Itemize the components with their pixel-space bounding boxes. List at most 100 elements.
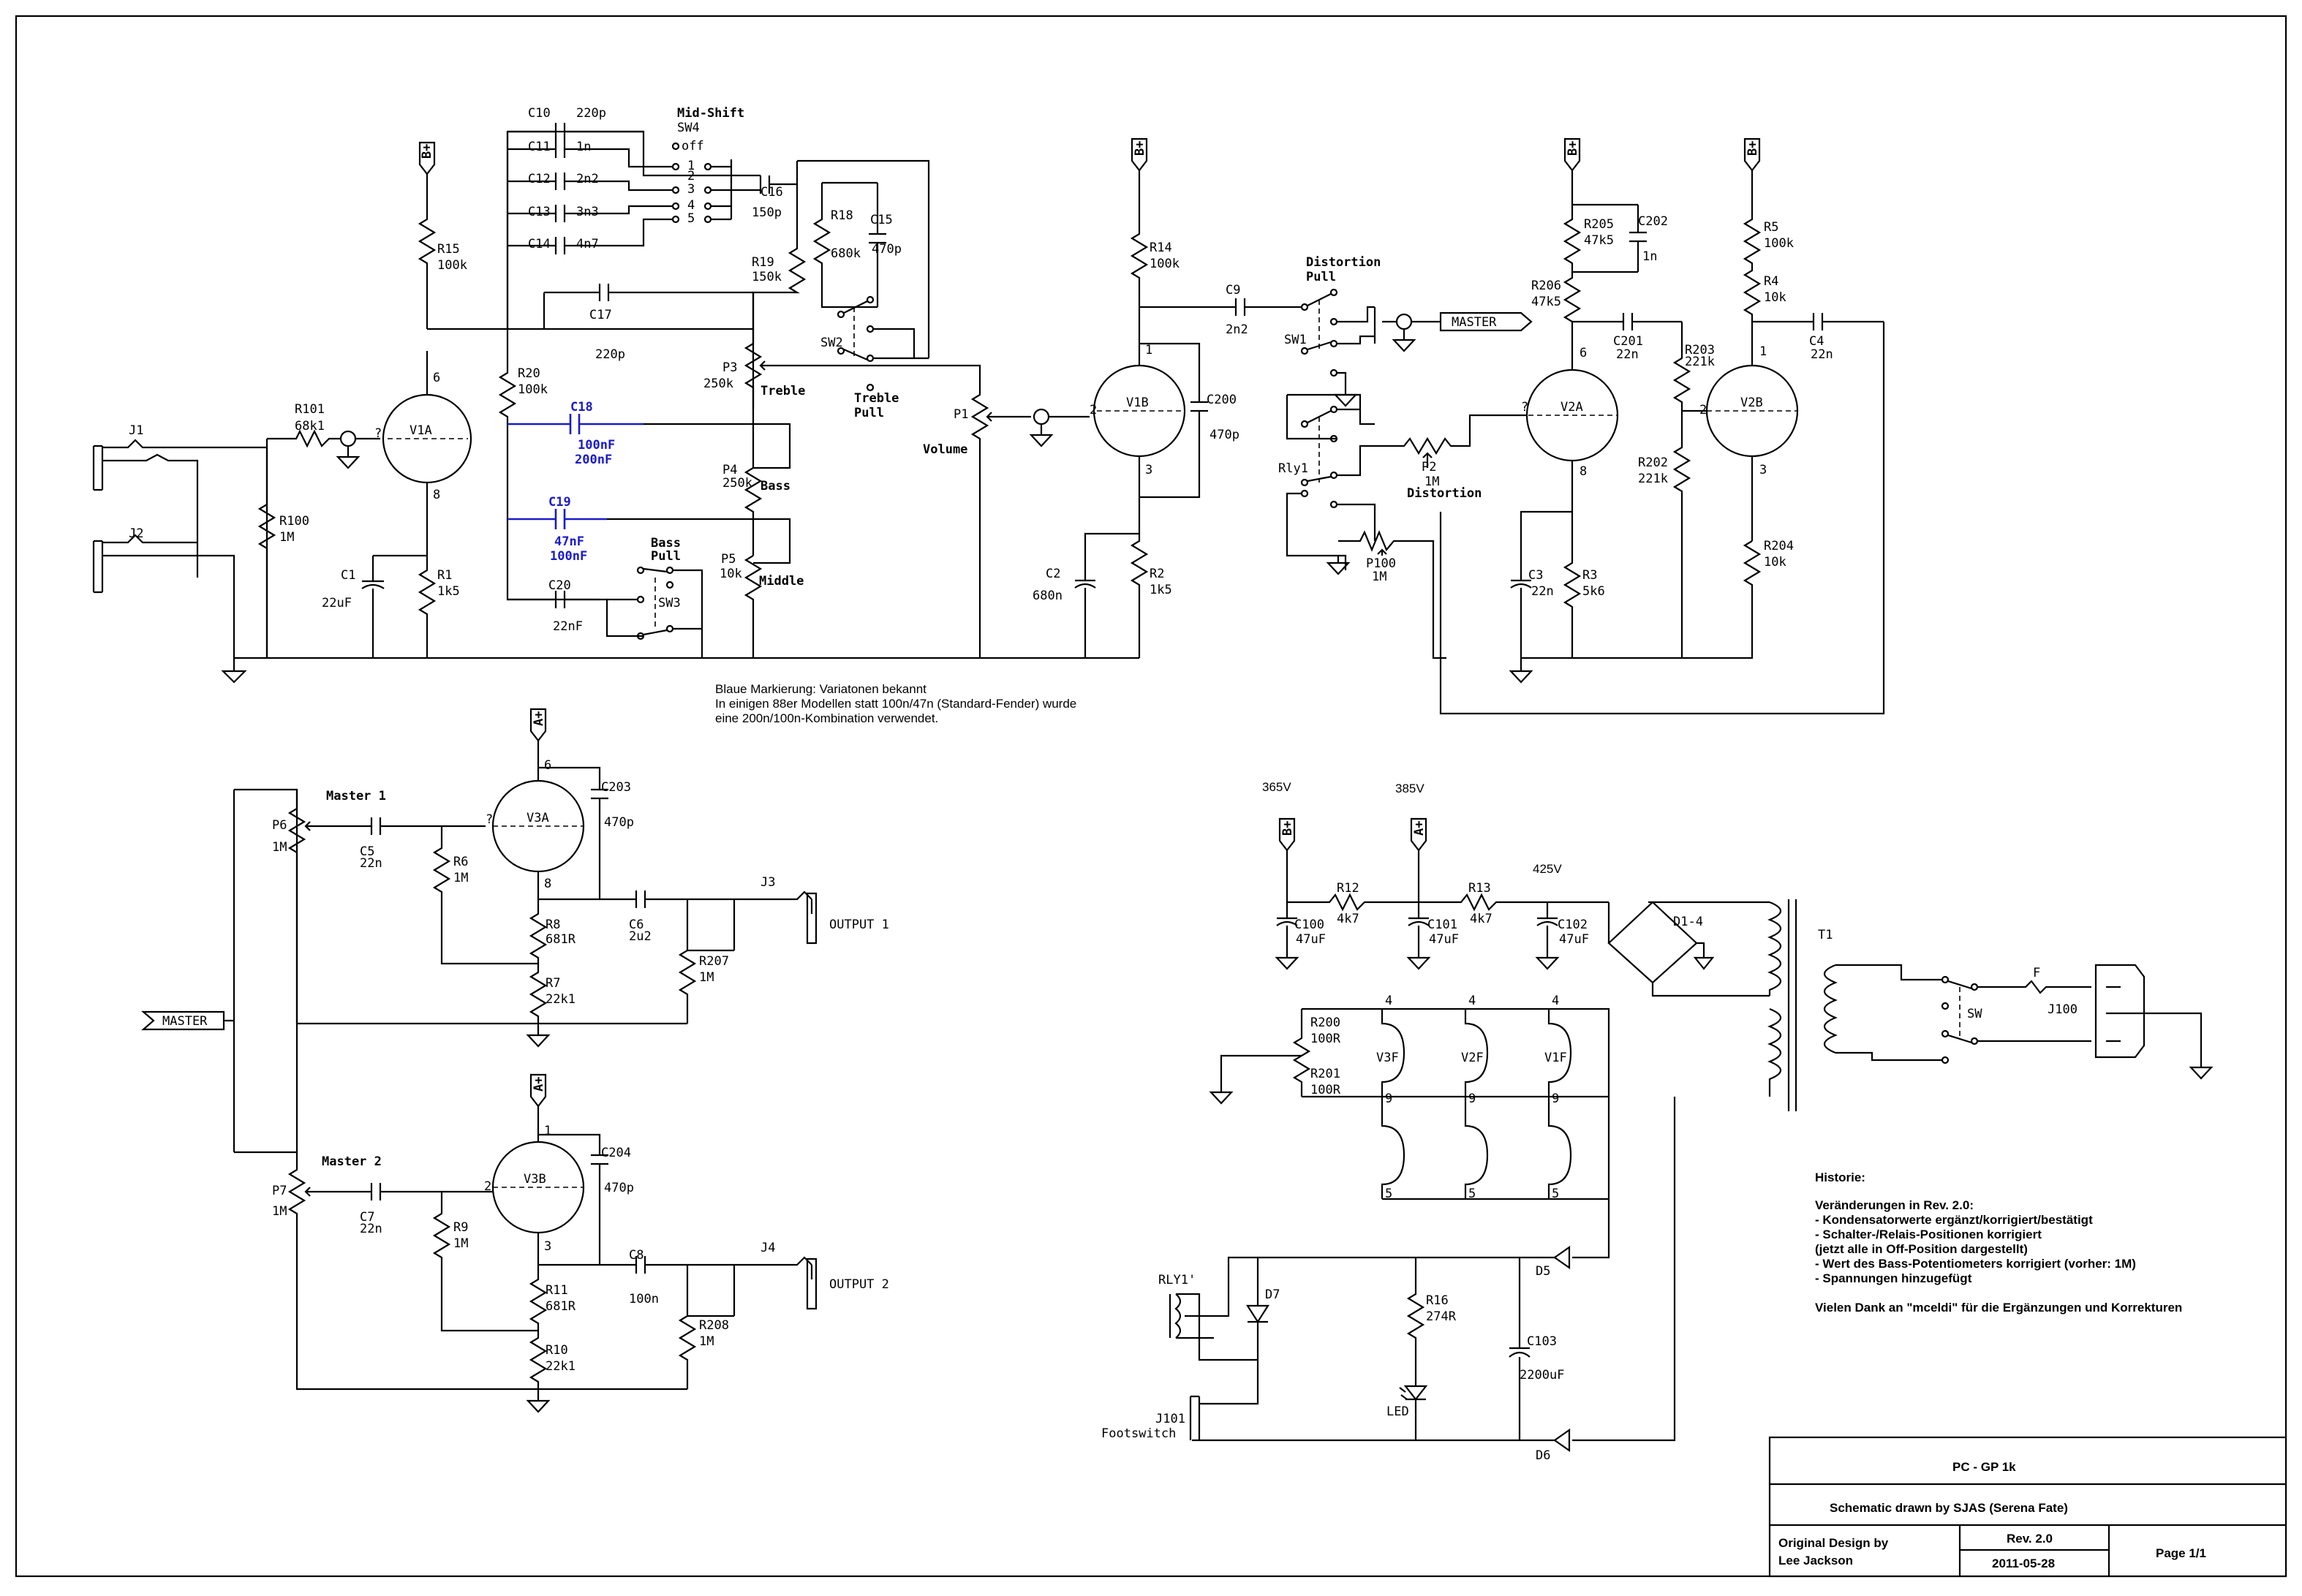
- c7-label: C7: [360, 1210, 374, 1225]
- master-flag-top: MASTER: [1452, 315, 1497, 330]
- c14-label: C14: [528, 237, 551, 251]
- heater-pin5-a: 5: [1385, 1187, 1392, 1201]
- supply-b-plus-v1a: [418, 141, 436, 175]
- c16-label: C16: [761, 185, 783, 200]
- v1b-pin1: 1: [1145, 343, 1152, 358]
- c6-label: C6: [629, 918, 644, 932]
- p5-value: 10k: [720, 567, 742, 581]
- p100-label: P100: [1366, 556, 1396, 571]
- r15-value: 100k: [437, 258, 467, 273]
- v3a-pin7: ?: [486, 812, 493, 827]
- r16-label: R16: [1426, 1293, 1449, 1308]
- v1a-label: V1A: [410, 423, 432, 438]
- c19-label: C19: [548, 495, 571, 510]
- midshift-label: Mid-Shift: [677, 106, 744, 121]
- v1a-pin7: ?: [374, 426, 382, 441]
- sw4-pos3: 3: [687, 182, 695, 197]
- d5-label: D5: [1536, 1264, 1550, 1279]
- history-title: Historie:: [1815, 1170, 1865, 1184]
- c201-value: 22n: [1616, 347, 1639, 362]
- c14-value: 4n7: [576, 237, 599, 251]
- v1b-pin3: 3: [1145, 463, 1152, 477]
- d6-label: D6: [1536, 1448, 1550, 1463]
- r207-label: R207: [699, 954, 729, 969]
- c2-value: 680n: [1033, 589, 1063, 603]
- bridge-d1-4: [1607, 901, 1770, 997]
- c20-label: C20: [548, 578, 571, 593]
- footswitch-label: Footswitch: [1101, 1426, 1176, 1441]
- t1-label: T1: [1818, 928, 1833, 942]
- c8-label: C8: [629, 1248, 644, 1263]
- c9-value: 2n2: [1226, 322, 1248, 337]
- sw2-switch: [837, 295, 929, 392]
- c203-value: 470p: [604, 815, 634, 830]
- c103-label: C103: [1527, 1334, 1557, 1349]
- p2-value: 1M: [1424, 474, 1439, 489]
- supply-a-plus-psu: [1410, 817, 1427, 852]
- c12-value: 2n2: [576, 172, 599, 186]
- c3-label: C3: [1528, 568, 1543, 583]
- r3-label: R3: [1582, 568, 1597, 583]
- c17-label: C17: [589, 308, 612, 322]
- r11-label: R11: [546, 1283, 568, 1298]
- c201-label: C201: [1613, 334, 1643, 349]
- bass-pull-label2: Pull: [651, 549, 681, 564]
- heater-filaments: [1381, 1009, 1609, 1200]
- history-line-1: Veränderungen in Rev. 2.0:: [1815, 1198, 1974, 1212]
- c17-value: 220p: [595, 347, 625, 362]
- heater-pin5-b: 5: [1468, 1187, 1476, 1201]
- r8-label: R8: [546, 918, 560, 932]
- bplus-3: B+: [1566, 141, 1580, 156]
- r203-value: 221k: [1685, 355, 1715, 369]
- distortion-pull-label: Distortion: [1306, 255, 1381, 270]
- iec-inlet-j100: [2094, 964, 2214, 1080]
- v2b-pin1: 1: [1759, 344, 1767, 359]
- c202-value: 1n: [1642, 249, 1657, 264]
- c200-label: C200: [1207, 393, 1237, 407]
- c13-label: C13: [528, 205, 551, 219]
- flag-master-left: [141, 1010, 225, 1031]
- r12-value: 4k7: [1337, 912, 1359, 926]
- r19-label: R19: [752, 255, 774, 270]
- r208-value: 1M: [699, 1334, 714, 1349]
- v3f-label: V3F: [1376, 1051, 1399, 1065]
- v1a-pin6: 6: [433, 371, 440, 385]
- r6-label: R6: [453, 855, 468, 869]
- r4-label: R4: [1764, 274, 1778, 289]
- v3a-label: V3A: [527, 811, 549, 825]
- c100-label: C100: [1294, 918, 1324, 932]
- c20-value: 22nF: [553, 619, 583, 634]
- master2-label: Master 2: [322, 1154, 382, 1169]
- sw-label: SW: [1967, 1007, 1982, 1021]
- v3a-pin6: 6: [544, 758, 551, 773]
- r9-label: R9: [453, 1220, 468, 1235]
- r9-value: 1M: [453, 1236, 468, 1251]
- distortion-pull-label2: Pull: [1306, 270, 1336, 284]
- c11-label: C11: [528, 140, 551, 154]
- v3b-label: V3B: [524, 1172, 546, 1187]
- treble-pull-label2: Pull: [854, 406, 884, 420]
- r5-label: R5: [1764, 220, 1778, 235]
- c100-value: 47uF: [1296, 932, 1326, 947]
- r100-label: R100: [279, 514, 309, 529]
- r4-value: 10k: [1764, 290, 1786, 305]
- heater-pin4-a: 4: [1385, 994, 1392, 1008]
- mid-shift-caps: [506, 123, 673, 329]
- r205-value: 47k5: [1584, 233, 1614, 248]
- c200-value: 470p: [1210, 428, 1239, 442]
- heater-pin5-c: 5: [1552, 1187, 1559, 1201]
- c18-value2: 200nF: [575, 453, 612, 467]
- r10-label: R10: [546, 1343, 568, 1358]
- p6-label: P6: [272, 818, 287, 833]
- r101-value: 68k1: [295, 419, 325, 434]
- flag-master-top: [1439, 311, 1533, 332]
- p6-value: 1M: [272, 840, 287, 855]
- r11-value: 681R: [546, 1299, 576, 1314]
- sw3-switch: [607, 566, 703, 658]
- r10-value: 22k1: [546, 1359, 576, 1374]
- d14-label: D1-4: [1673, 915, 1703, 929]
- v3b-pin1: 1: [544, 1124, 551, 1138]
- c102-value: 47uF: [1559, 932, 1589, 947]
- c9-label: C9: [1226, 283, 1240, 298]
- sw4-label: SW4: [677, 121, 700, 135]
